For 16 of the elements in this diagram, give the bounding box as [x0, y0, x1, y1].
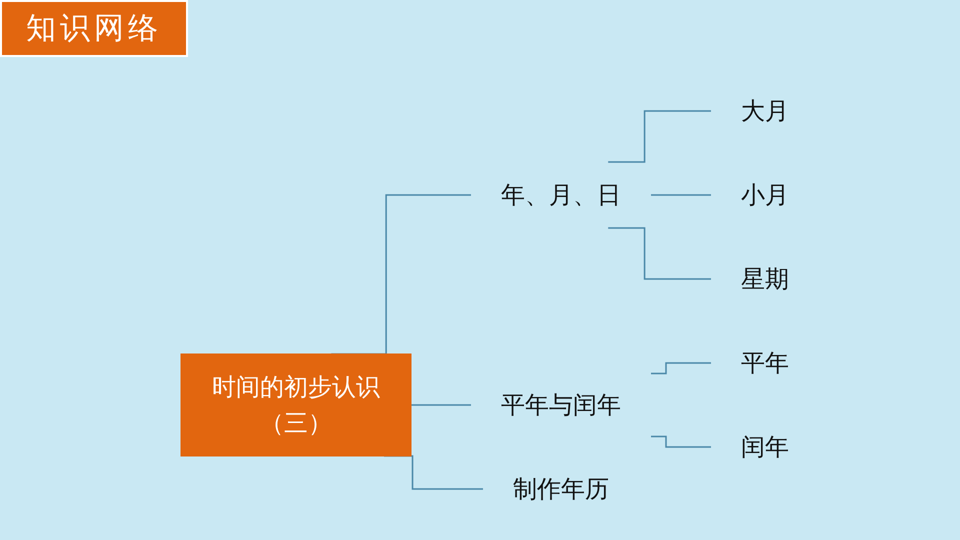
node-text: 平年 — [741, 349, 789, 377]
node-text: 星期 — [741, 265, 789, 293]
connector — [651, 436, 711, 448]
node-text: 平年与闰年 — [501, 391, 621, 419]
node-text: 小月 — [741, 181, 789, 209]
connector — [651, 194, 711, 196]
heading: 知识网络 — [0, 0, 188, 57]
connector — [411, 404, 471, 406]
connector — [651, 362, 711, 374]
node-box: 时间的初步认识（三） — [180, 354, 412, 456]
connector — [608, 110, 711, 163]
node-text: 闰年 — [741, 433, 789, 461]
node-text: 大月 — [741, 97, 789, 125]
connector — [608, 227, 711, 280]
node-text: 年、月、日 — [501, 181, 621, 209]
node-text: 制作年历 — [513, 475, 609, 503]
